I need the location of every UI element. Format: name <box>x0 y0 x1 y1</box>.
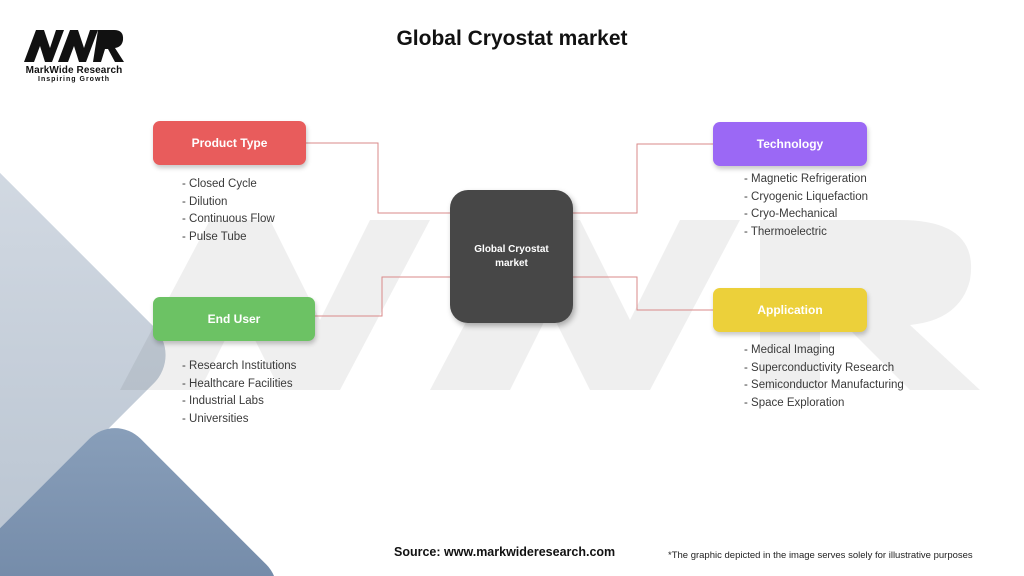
product-type-list: - Closed Cycle - Dilution - Continuous F… <box>182 176 275 246</box>
list-item: - Dilution <box>182 195 228 208</box>
list-item: - Pulse Tube <box>182 230 247 243</box>
disclaimer-note: *The graphic depicted in the image serve… <box>668 550 973 561</box>
logo-tagline: Inspiring Growth <box>38 76 110 83</box>
list-item: - Cryogenic Liquefaction <box>744 190 869 203</box>
page-title: Global Cryostat market <box>396 27 628 50</box>
list-item: - Industrial Labs <box>182 395 264 408</box>
brand-logo: MarkWide Research Inspiring Growth <box>22 28 126 83</box>
list-item: - Thermoelectric <box>744 225 827 238</box>
connector-product-type <box>306 142 450 214</box>
center-node: Global Cryostat market <box>450 190 573 323</box>
list-item: - Healthcare Facilities <box>182 377 293 390</box>
list-item: - Superconductivity Research <box>744 361 895 374</box>
list-item: - Medical Imaging <box>744 344 835 356</box>
connector-end-user <box>315 276 450 317</box>
end-user-list: - Research Institutions - Healthcare Fac… <box>182 358 296 428</box>
list-item: - Space Exploration <box>744 396 845 409</box>
category-product-type: Product Type <box>153 121 306 165</box>
list-item: - Cryo-Mechanical <box>744 208 838 221</box>
category-end-user: End User <box>153 297 315 341</box>
list-item: - Universities <box>182 412 249 425</box>
list-item: - Magnetic Refrigeration <box>744 173 867 185</box>
application-list: - Medical Imaging - Superconductivity Re… <box>744 342 904 412</box>
technology-list: - Magnetic Refrigeration - Cryogenic Liq… <box>744 171 868 241</box>
mwr-logo-icon <box>24 30 124 62</box>
list-item: - Continuous Flow <box>182 213 275 226</box>
category-technology: Technology <box>713 122 867 166</box>
category-application: Application <box>713 288 867 332</box>
source-citation: Source: www.markwideresearch.com <box>394 545 616 559</box>
connector-technology <box>563 143 713 214</box>
logo-company-name: MarkWide Research <box>25 65 123 76</box>
list-item: - Semiconductor Manufacturing <box>744 379 904 392</box>
connector-application <box>563 276 713 311</box>
list-item: - Closed Cycle <box>182 178 257 190</box>
list-item: - Research Institutions <box>182 360 297 372</box>
